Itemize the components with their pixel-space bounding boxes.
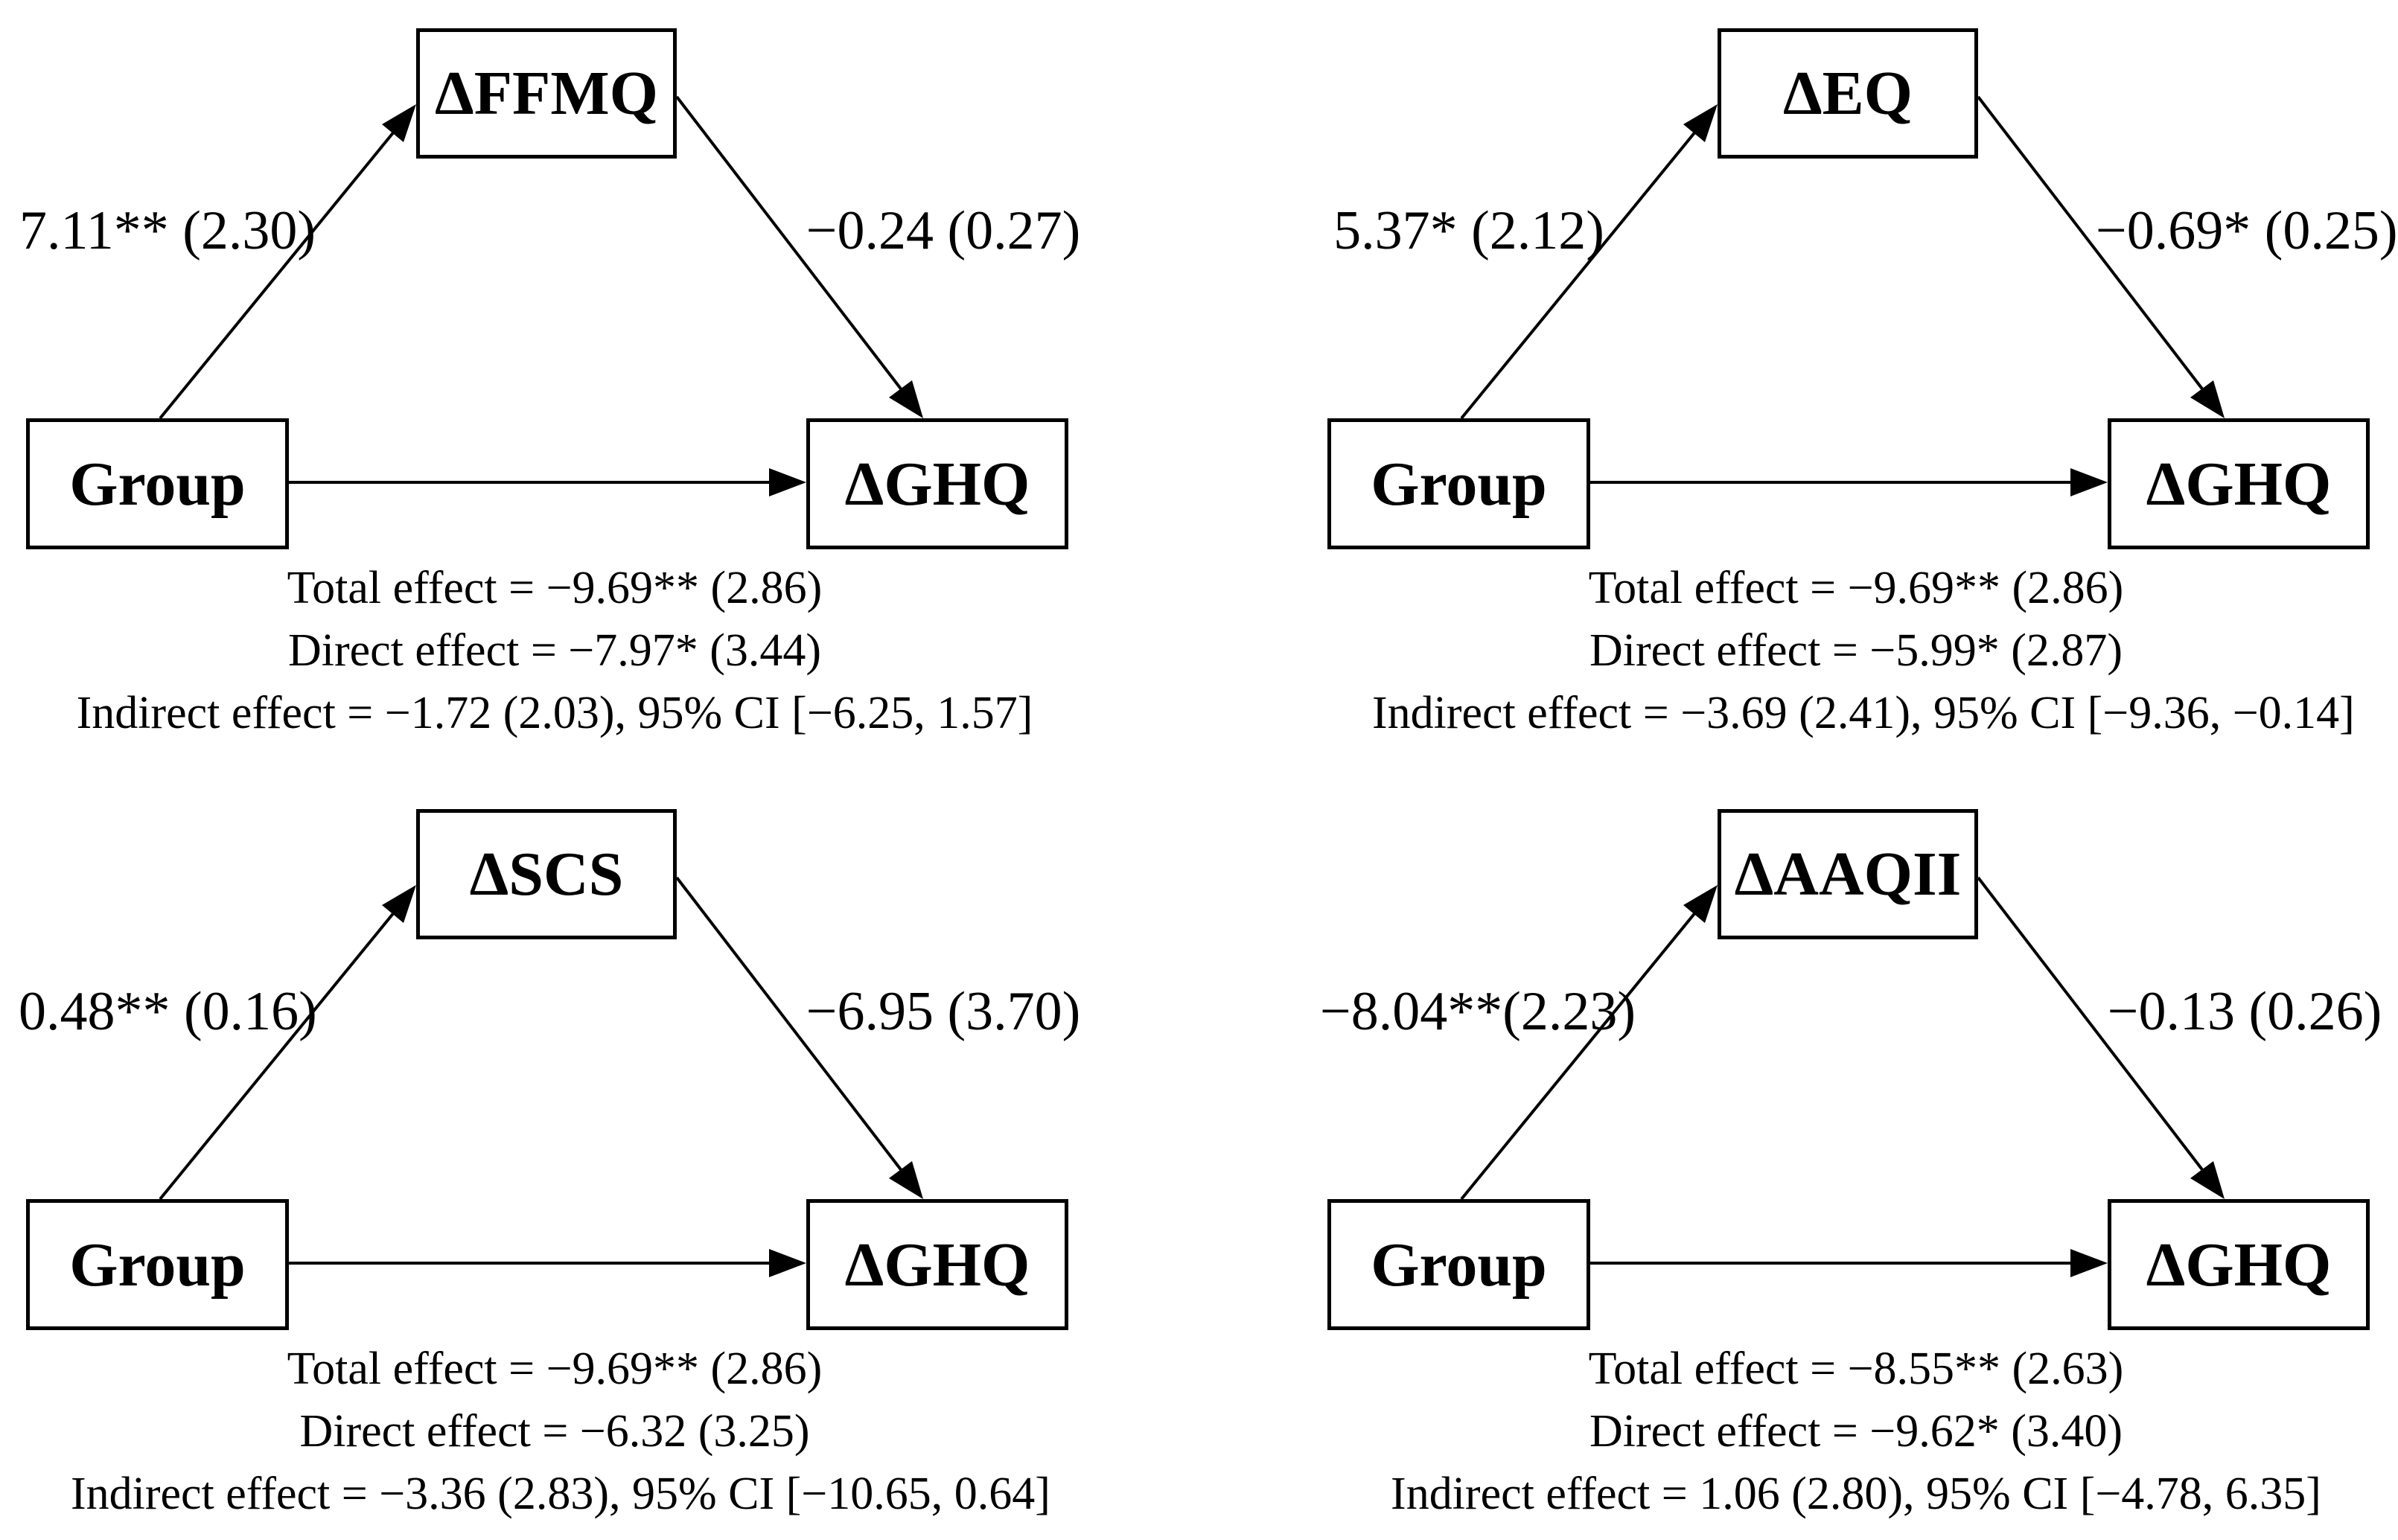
effects-stats: Total effect = −9.69** (2.86) Direct eff… — [71, 557, 1039, 744]
arrows-layer — [159, 876, 923, 1277]
outcome-label: ΔGHQ — [844, 1230, 1030, 1300]
predictor-label: Group — [1371, 449, 1547, 519]
path-b-arrowhead — [889, 1161, 923, 1199]
total-effect-text: Total effect = −9.69** (2.86) — [1588, 563, 2124, 613]
direct-effect-text: Direct effect = −9.62* (3.40) — [1589, 1406, 2123, 1457]
outcome-box: ΔGHQ — [2108, 418, 2370, 549]
direct-effect-text: Direct effect = −6.32 (3.25) — [299, 1406, 810, 1457]
mediator-label: ΔFFMQ — [435, 59, 658, 128]
indirect-effect-text: Indirect effect = −1.72 (2.03), 95% CI [… — [76, 688, 1033, 738]
direct-effect-text: Direct effect = −5.99* (2.87) — [1589, 625, 2123, 676]
predictor-box: Group — [26, 418, 289, 549]
predictor-label: Group — [69, 1230, 246, 1300]
mediation-panel-aaqii: Group ΔAAQII ΔGHQ −8.04**(2.23) −0.13 (0… — [1320, 781, 2398, 1540]
direct-effect-text: Direct effect = −7.97* (3.44) — [287, 625, 822, 676]
direct-path-arrowhead — [769, 1249, 806, 1277]
path-a-arrowhead — [382, 885, 416, 923]
total-effect-text: Total effect = −9.69** (2.86) — [287, 1343, 823, 1394]
path-a-arrowhead — [382, 104, 416, 142]
path-b-line — [1977, 876, 2205, 1173]
mediator-box: ΔAAQII — [1718, 809, 1978, 939]
outcome-label: ΔGHQ — [2146, 449, 2332, 519]
direct-path-arrowhead — [769, 468, 806, 496]
predictor-box: Group — [1327, 1199, 1590, 1330]
effects-stats: Total effect = −8.55** (2.63) Direct eff… — [1372, 1338, 2340, 1525]
outcome-box: ΔGHQ — [806, 418, 1068, 549]
path-b-coefficient: −0.13 (0.26) — [2107, 981, 2382, 1042]
path-b-line — [675, 95, 904, 392]
mediator-label: ΔEQ — [1782, 59, 1913, 128]
direct-path-arrowhead — [2070, 1249, 2108, 1277]
outcome-box: ΔGHQ — [2108, 1199, 2370, 1330]
path-a-coefficient: 0.48** (0.16) — [19, 981, 317, 1042]
predictor-label: Group — [1371, 1230, 1547, 1300]
total-effect-text: Total effect = −9.69** (2.86) — [287, 563, 823, 613]
path-b-line — [675, 876, 904, 1173]
predictor-box: Group — [26, 1199, 289, 1330]
mediator-label: ΔAAQII — [1734, 840, 1962, 909]
predictor-box: Group — [1327, 418, 1590, 549]
path-a-arrowhead — [1683, 104, 1718, 142]
outcome-label: ΔGHQ — [844, 449, 1030, 519]
outcome-box: ΔGHQ — [806, 1199, 1068, 1330]
path-b-line — [1977, 95, 2205, 392]
path-a-coefficient: −8.04**(2.23) — [1320, 981, 1636, 1042]
mediator-box: ΔFFMQ — [416, 28, 677, 159]
indirect-effect-text: Indirect effect = 1.06 (2.80), 95% CI [−… — [1391, 1469, 2321, 1519]
mediator-box: ΔEQ — [1718, 28, 1978, 159]
mediation-panel-eq: Group ΔEQ ΔGHQ 5.37* (2.12) −0.69* (0.25… — [1327, 0, 2398, 774]
path-a-line — [1460, 910, 1697, 1201]
path-a-arrowhead — [1683, 885, 1718, 923]
arrows-layer — [1460, 95, 2225, 496]
path-a-line — [159, 910, 396, 1201]
direct-path-arrowhead — [2070, 468, 2108, 496]
indirect-effect-text: Indirect effect = −3.36 (2.83), 95% CI [… — [71, 1469, 1050, 1519]
mediation-panel-ffmq: Group ΔFFMQ ΔGHQ 7.11** (2.30) −0.24 (0.… — [19, 0, 1106, 774]
path-b-arrowhead — [2190, 380, 2225, 418]
mediation-panel-scs: Group ΔSCS ΔGHQ 0.48** (0.16) −6.95 (3.7… — [19, 781, 1106, 1540]
path-a-coefficient: 7.11** (2.30) — [19, 200, 316, 261]
path-a-line — [1460, 130, 1697, 420]
effects-stats: Total effect = −9.69** (2.86) Direct eff… — [1372, 557, 2355, 744]
arrows-layer — [1460, 876, 2225, 1277]
mediator-label: ΔSCS — [469, 840, 624, 909]
path-b-coefficient: −0.69* (0.25) — [2096, 200, 2398, 261]
path-a-coefficient: 5.37* (2.12) — [1333, 200, 1604, 261]
effects-stats: Total effect = −9.69** (2.86) Direct eff… — [71, 1338, 1050, 1525]
outcome-label: ΔGHQ — [2146, 1230, 2332, 1300]
arrows-layer — [159, 95, 923, 496]
path-b-arrowhead — [2190, 1161, 2225, 1199]
path-b-coefficient: −6.95 (3.70) — [806, 981, 1081, 1042]
path-b-arrowhead — [889, 380, 923, 418]
mediator-box: ΔSCS — [416, 809, 677, 939]
total-effect-text: Total effect = −8.55** (2.63) — [1588, 1343, 2124, 1394]
path-a-line — [159, 130, 396, 420]
indirect-effect-text: Indirect effect = −3.69 (2.41), 95% CI [… — [1372, 688, 2355, 738]
predictor-label: Group — [69, 449, 246, 519]
path-b-coefficient: −0.24 (0.27) — [806, 200, 1081, 261]
